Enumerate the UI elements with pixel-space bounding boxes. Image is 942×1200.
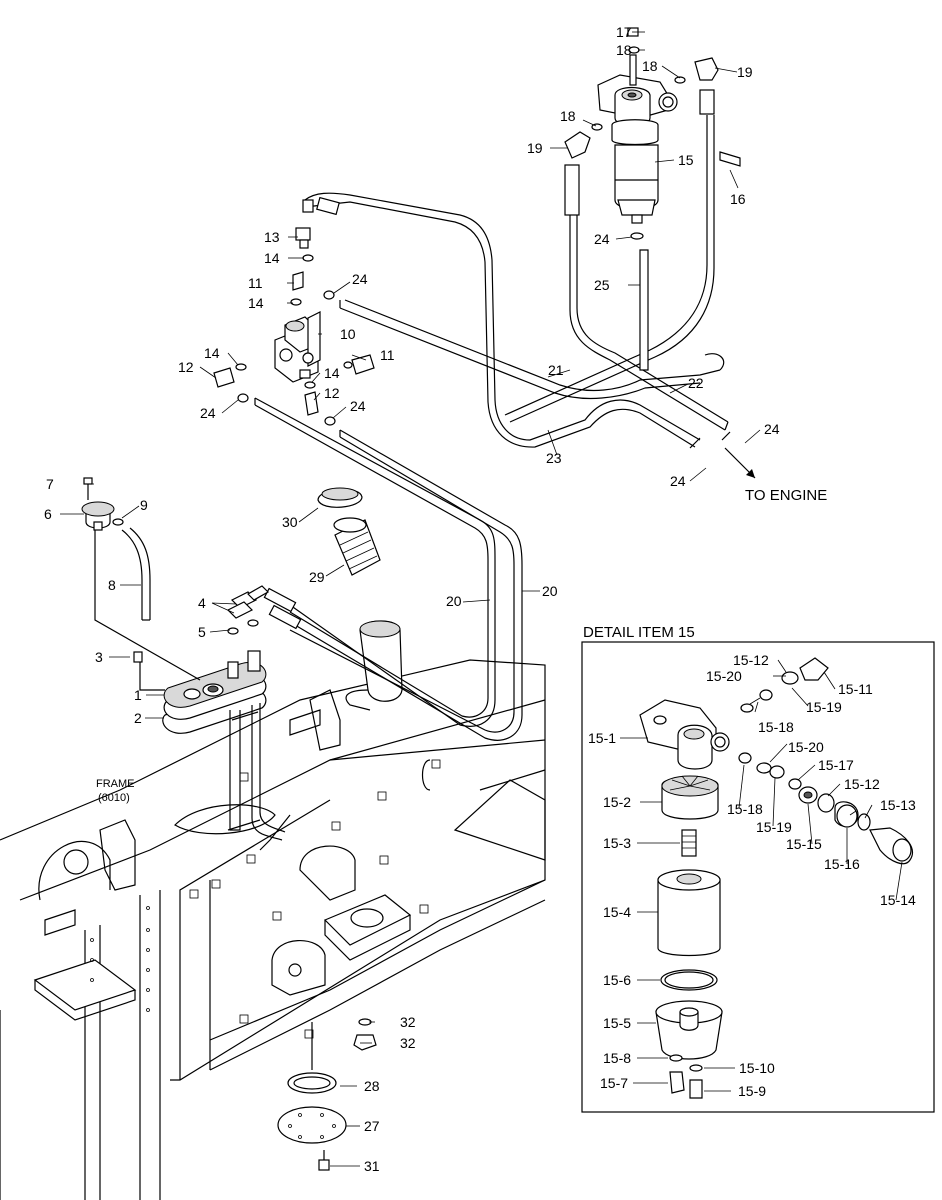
callout-26: 29 — [309, 569, 325, 585]
callout-24: 24 — [764, 421, 780, 437]
callout-15-12: 15-12 — [733, 652, 769, 668]
callout-13: 13 — [264, 229, 280, 245]
callout-15-11: 15-11 — [838, 681, 873, 697]
callout-18: 18 — [616, 42, 632, 58]
hose-fittings-lower — [226, 585, 302, 635]
frame-code-label: (6010) — [98, 792, 130, 804]
callout-12: 12 — [324, 385, 340, 401]
callout-15-8: 15-8 — [603, 1050, 631, 1066]
callout-15-16: 15-16 — [824, 856, 860, 872]
to-engine-arrow — [724, 447, 756, 479]
callout-6: 6 — [44, 506, 52, 522]
callout-15-4: 15-4 — [603, 904, 631, 920]
fuel-tank-cover — [81, 477, 286, 841]
leader-lines — [60, 31, 761, 1167]
callout-20: 20 — [542, 583, 558, 599]
callout-18: 18 — [560, 108, 576, 124]
to-engine-label: TO ENGINE — [745, 487, 827, 504]
callout-15-17: 15-17 — [818, 757, 854, 773]
callout-15: 15 — [678, 152, 694, 168]
drain-cover — [277, 1018, 377, 1171]
callout-17: 17 — [616, 24, 632, 40]
callout-19: 19 — [527, 140, 543, 156]
callout-19: 19 — [737, 64, 753, 80]
callout-14: 14 — [248, 295, 264, 311]
callout-15-7: 15-7 — [600, 1075, 628, 1091]
callout-12: 12 — [178, 359, 194, 375]
callout-14: 14 — [324, 365, 340, 381]
callout-9: 9 — [140, 497, 148, 513]
callout-3: 3 — [95, 649, 103, 665]
callout-15-2: 15-2 — [603, 794, 631, 810]
fuel-filter-assembly — [564, 27, 741, 240]
detail-leader-lines — [620, 659, 903, 1092]
callout-15-19: 15-19 — [756, 819, 792, 835]
callout-16: 16 — [730, 191, 746, 207]
callout-24: 24 — [200, 405, 216, 421]
callout-15-14: 15-14 — [880, 892, 916, 908]
frame — [0, 659, 546, 1200]
callout-10: 10 — [340, 326, 356, 342]
callout-22: 22 — [688, 375, 704, 391]
filler-neck — [317, 487, 403, 711]
callout-15-20: 15-20 — [788, 739, 824, 755]
frame-label: FRAME — [96, 778, 135, 790]
callout-15-5: 15-5 — [603, 1015, 631, 1031]
callout-15-15: 15-15 — [786, 836, 822, 852]
callout-15-1: 15-1 — [588, 730, 616, 746]
callout-11: 11 — [380, 347, 395, 363]
callout-15-3: 15-3 — [603, 835, 631, 851]
callout-31: 32 — [400, 1035, 416, 1051]
callout-18: 18 — [642, 58, 658, 74]
callout-14: 14 — [204, 345, 220, 361]
callout-12: 11 — [248, 275, 263, 291]
detail-title: DETAIL ITEM 15 — [583, 624, 695, 641]
callout-4: 4 — [198, 595, 206, 611]
callout-5: 5 — [198, 624, 206, 640]
callout-15-12: 15-12 — [844, 776, 880, 792]
callout-15-20: 15-20 — [706, 668, 742, 684]
callout-32: 32 — [400, 1014, 416, 1030]
callout-29: 28 — [364, 1078, 380, 1094]
callout-15-9: 15-9 — [738, 1083, 766, 1099]
callout-15-6: 15-6 — [603, 972, 631, 988]
callout-28: 27 — [364, 1118, 380, 1134]
callout-2: 2 — [134, 710, 142, 726]
callout-27: 30 — [282, 514, 298, 530]
detail-item-15-box — [581, 641, 935, 1113]
callout-24: 24 — [594, 231, 610, 247]
callout-20: 20 — [446, 593, 462, 609]
callout-24: 24 — [352, 271, 368, 287]
callout-30: 31 — [364, 1158, 380, 1174]
callout-14: 14 — [264, 250, 280, 266]
fuel-hoses — [254, 115, 731, 741]
callout-15-19: 15-19 — [806, 699, 842, 715]
callout-15-10: 15-10 — [739, 1060, 775, 1076]
callout-labels: 17 18 18 19 18 19 15 16 24 25 13 14 11 1… — [44, 24, 916, 1174]
callout-15-18: 15-18 — [727, 801, 763, 817]
callout-23: 23 — [546, 450, 562, 466]
callout-15-13: 15-13 — [880, 797, 916, 813]
callout-24: 24 — [350, 398, 366, 414]
callout-21: 21 — [548, 362, 564, 378]
valve-block — [213, 196, 375, 426]
callout-15-18: 15-18 — [758, 719, 794, 735]
callout-8: 8 — [108, 577, 116, 593]
callout-25: 25 — [594, 277, 610, 293]
callout-1: 1 — [134, 687, 142, 703]
callout-24: 24 — [670, 473, 686, 489]
callout-7: 7 — [46, 476, 54, 492]
